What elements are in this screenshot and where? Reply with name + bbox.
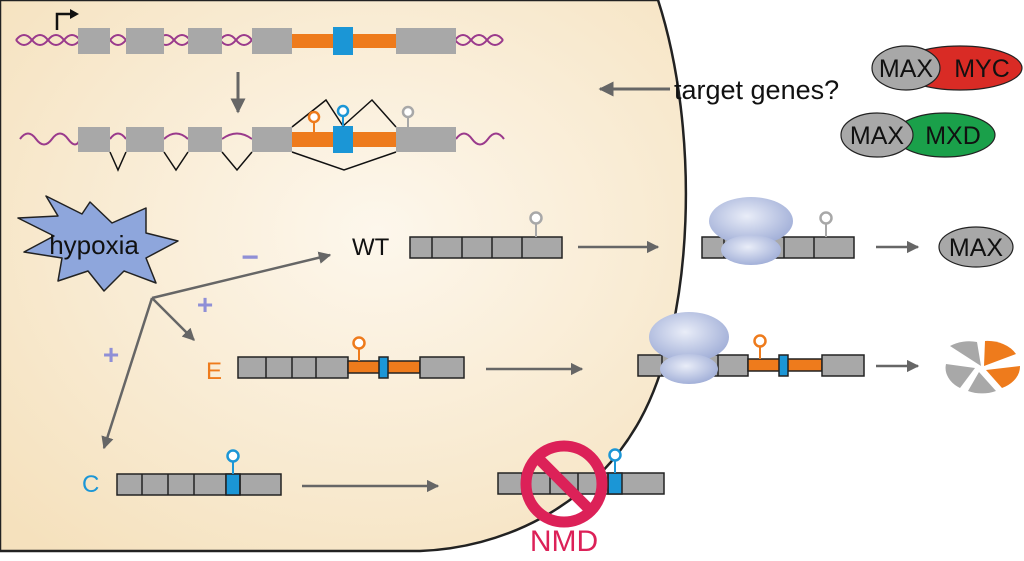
hypoxia-label: hypoxia — [49, 230, 139, 260]
wt-mrna — [409, 236, 563, 259]
c-label: C — [82, 471, 99, 498]
fragmented-protein-icon — [945, 340, 1021, 394]
gene-dna — [15, 9, 504, 55]
nmd-label: NMD — [530, 525, 598, 558]
max-myc-dimer: MAX MYC — [871, 45, 1023, 91]
max-protein: MAX — [938, 226, 1014, 268]
dimer-right-label: MYC — [954, 55, 1010, 83]
plus-sign-e: + — [197, 289, 213, 320]
hypoxia-burst: hypoxia — [17, 195, 179, 292]
max-protein-label: MAX — [949, 234, 1004, 262]
hypoxia-effect-arrows — [101, 251, 332, 450]
dimer-right-label: MXD — [925, 122, 981, 150]
minus-sign: − — [241, 241, 259, 274]
pre-mrna — [19, 98, 505, 172]
e-mrna — [237, 356, 465, 379]
dimer-left-label: MAX — [879, 55, 934, 83]
max-mxd-dimer: MAX MXD — [840, 112, 996, 158]
target-genes-label: target genes? — [674, 75, 839, 105]
cell-membrane — [0, 0, 688, 553]
dimer-left-label: MAX — [850, 122, 905, 150]
ribosome-icon — [649, 312, 729, 384]
ribosome-icon — [709, 197, 793, 265]
c-mrna — [116, 473, 282, 496]
wt-label: WT — [352, 234, 390, 261]
e-label: E — [206, 358, 222, 385]
plus-sign-c: + — [103, 339, 119, 370]
promoter-arrow-icon — [55, 12, 72, 30]
prohibited-icon — [520, 440, 608, 528]
